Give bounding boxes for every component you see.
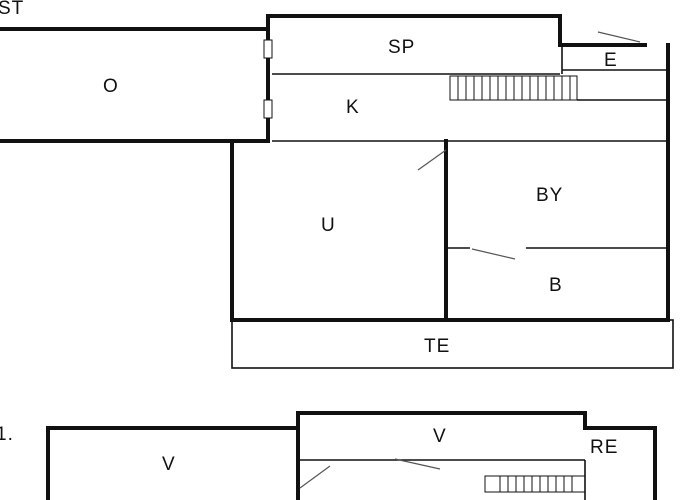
floor-label-upper: ST bbox=[0, 0, 24, 19]
door-lower-left bbox=[299, 465, 331, 489]
room-label-u: U bbox=[321, 215, 336, 236]
room-te bbox=[231, 319, 674, 369]
room-label-v-left: V bbox=[162, 454, 176, 475]
window-mark bbox=[263, 99, 273, 119]
door-b bbox=[471, 248, 516, 260]
lower-floor bbox=[46, 411, 657, 500]
room-o bbox=[0, 27, 270, 143]
room-label-k: K bbox=[346, 97, 360, 118]
door-lower-mid bbox=[394, 458, 441, 470]
stairs-upper bbox=[449, 75, 578, 101]
room-label-sp: SP bbox=[388, 37, 415, 58]
door-e bbox=[597, 31, 641, 43]
window-mark bbox=[263, 39, 273, 59]
room-label-te: TE bbox=[424, 336, 450, 357]
room-label-e: E bbox=[604, 50, 618, 71]
room-u-by-b bbox=[230, 139, 670, 322]
room-label-b: B bbox=[549, 275, 563, 296]
door-u bbox=[417, 149, 447, 171]
room-label-o: O bbox=[103, 76, 119, 97]
floor-label-lower: 1. bbox=[0, 424, 14, 445]
stairs-lower bbox=[484, 475, 586, 493]
room-label-v-top: V bbox=[433, 426, 447, 447]
room-label-by: BY bbox=[536, 185, 563, 206]
room-label-re: RE bbox=[590, 437, 618, 458]
room-sp-k-e bbox=[266, 14, 670, 322]
